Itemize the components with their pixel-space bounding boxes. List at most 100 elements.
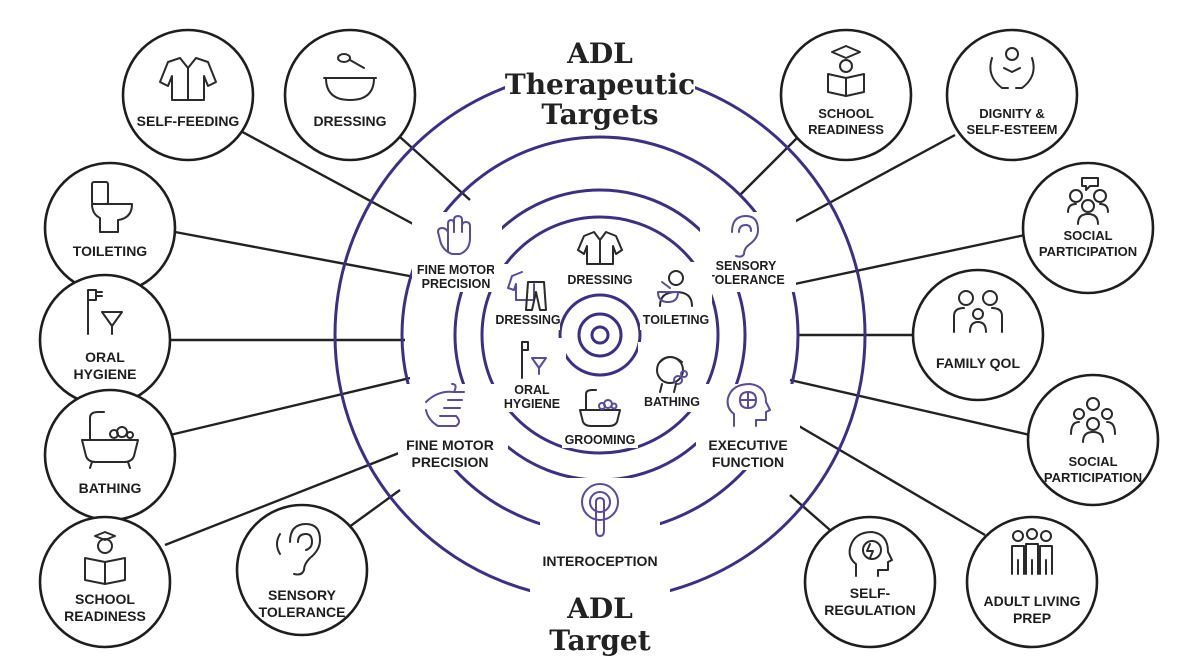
- connector-lines: [164, 126, 1031, 547]
- ring-label: TOILETING: [643, 313, 709, 327]
- student-reading-icon: [84, 531, 126, 585]
- inner-grooming: GROOMING: [562, 386, 638, 448]
- node-label: ORAL: [85, 349, 125, 365]
- node-label: BATHING: [79, 480, 142, 496]
- ring-label: ORAL: [514, 383, 550, 397]
- title-bottom-line-1: ADL: [566, 592, 633, 625]
- touch-target-icon: [581, 483, 619, 537]
- spoke: [739, 134, 801, 196]
- inner-dressing-left: DRESSING: [494, 264, 561, 330]
- bullseye-ring-2: [577, 312, 623, 358]
- hand-icon: [437, 215, 471, 255]
- node-social-participation-2: SOCIAL PARTICIPATION: [1026, 373, 1160, 507]
- middle-executive-function: EXECUTIVE FUNCTION: [696, 383, 800, 470]
- bullseye-ring-1: [558, 293, 642, 377]
- node-dignity-self-esteem: DIGNITY & SELF-ESTEEM: [945, 28, 1079, 162]
- node-label: SCHOOL: [818, 106, 874, 121]
- title-top-line-3: Targets: [541, 98, 658, 131]
- head-cycle-icon: [848, 531, 893, 577]
- middle-interoception: INTEROCEPTION: [540, 478, 660, 570]
- node-label: SCHOOL: [75, 591, 135, 607]
- node-label: TOILETING: [73, 243, 148, 259]
- ring-label: FINE MOTOR: [417, 263, 495, 277]
- node-social-participation-1: SOCIAL PARTICIPATION: [1021, 161, 1155, 295]
- node-dressing: DRESSING: [283, 28, 417, 162]
- spoke: [389, 127, 471, 201]
- inner-bathing: BATHING: [638, 342, 706, 412]
- spoke: [789, 233, 1026, 287]
- adults-icon: [1011, 528, 1053, 575]
- spoke: [789, 494, 831, 531]
- bowl-spoon-icon: [323, 53, 377, 101]
- node-self-regulation: SELF- REGULATION: [803, 515, 937, 649]
- inner-oral-hygiene: ORAL HYGIENE: [500, 338, 566, 412]
- node-oral-hygiene: ORAL HYGIENE: [38, 273, 172, 407]
- node-label: SENSORY: [268, 587, 337, 603]
- node-label: DRESSING: [313, 113, 386, 129]
- toilet-icon: [91, 181, 133, 233]
- ring-label: HYGIENE: [504, 397, 560, 411]
- spoke: [164, 438, 433, 547]
- ear-icon: [276, 523, 321, 576]
- node-label: SOCIAL: [1068, 454, 1117, 469]
- node-school-readiness-right: SCHOOL READINESS: [779, 28, 913, 162]
- hands-person-icon: [989, 47, 1035, 89]
- spoke: [344, 489, 401, 531]
- node-label: SOCIAL: [1063, 228, 1112, 243]
- bathtub-icon: [81, 411, 139, 469]
- node-label: HYGIENE: [73, 366, 136, 382]
- node-label: REGULATION: [824, 602, 916, 618]
- node-label: READINESS: [64, 608, 146, 624]
- node-school-readiness-left: SCHOOL READINESS: [38, 515, 172, 649]
- node-label: SELF-FEEDING: [137, 113, 240, 129]
- clothes-icon: [507, 271, 547, 311]
- pinch-hand-icon: [425, 383, 465, 427]
- node-label: PARTICIPATION: [1044, 470, 1142, 485]
- middle-fine-motor-top: FINE MOTOR PRECISION: [412, 212, 502, 292]
- shirt-icon: [159, 57, 217, 101]
- ring-label: BATHING: [644, 395, 700, 409]
- shirt-icon: [577, 231, 623, 265]
- washing-face-icon: [656, 356, 688, 393]
- spoke: [779, 413, 986, 537]
- ring-label: GROOMING: [565, 433, 636, 447]
- ring-label: SENSORY: [716, 259, 777, 273]
- inner-dressing-top: DRESSING: [560, 226, 640, 287]
- ring-label: PRECISION: [411, 454, 488, 470]
- middle-ring-outer: [400, 135, 800, 535]
- ring-label: TOLERANCE: [707, 273, 785, 287]
- inner-ring: [480, 215, 720, 455]
- spoke: [234, 126, 416, 227]
- spoke: [769, 133, 956, 237]
- feeding-icon: [657, 270, 693, 307]
- title-top-line-1: ADL: [566, 37, 633, 70]
- ring-label: FINE MOTOR: [406, 437, 494, 453]
- inner-toileting: TOILETING: [640, 262, 712, 330]
- graduate-book-icon: [827, 45, 865, 97]
- ring-label: PRECISION: [422, 277, 491, 291]
- bullseye-ring-3: [590, 325, 610, 345]
- ear-icon: [731, 215, 759, 258]
- node-label: SELF-: [850, 585, 891, 601]
- spoke: [789, 378, 1031, 437]
- title-bottom: ADL Target: [549, 592, 650, 657]
- title-bottom-line-2: Target: [549, 624, 650, 657]
- ring-label: INTEROCEPTION: [542, 553, 657, 569]
- node-self-feeding: SELF-FEEDING: [121, 28, 255, 162]
- bathtub-icon: [579, 389, 621, 427]
- node-label: SELF-ESTEEM: [966, 122, 1057, 137]
- node-label: TOLERANCE: [259, 604, 346, 620]
- title-top: ADL Therapeutic Targets: [505, 37, 695, 131]
- toothbrush-icon: [87, 289, 123, 335]
- ring-label: DRESSING: [495, 313, 560, 327]
- title-top-line-2: Therapeutic: [505, 68, 695, 101]
- ring-label: DRESSING: [567, 273, 632, 287]
- middle-sensory-tolerance: SENSORY TOLERANCE: [700, 212, 796, 292]
- node-sensory-tolerance-left: SENSORY TOLERANCE: [235, 503, 369, 637]
- node-label: DIGNITY &: [979, 106, 1045, 121]
- node-adult-living-prep: ADULT LIVING PREP: [965, 515, 1099, 649]
- ring-label: EXECUTIVE: [708, 437, 787, 453]
- group-icon: [1070, 397, 1116, 443]
- node-label: PARTICIPATION: [1039, 244, 1137, 259]
